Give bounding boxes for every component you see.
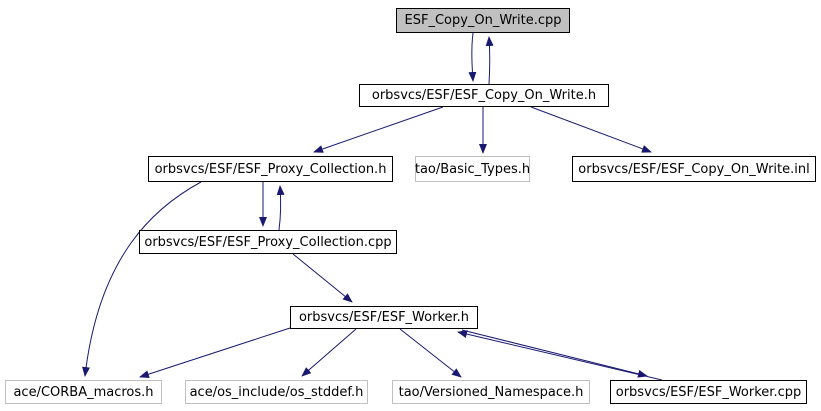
node-esf-copy-on-write-cpp[interactable]: ESF_Copy_On_Write.cpp [396,8,570,33]
edge-worker-h-to-versioned-namespace [399,328,462,378]
edge-cpp-to-h [468,32,477,82]
edge-worker-h-to-corba-macros [139,327,291,379]
node-esf-worker-h[interactable]: orbsvcs/ESF/ESF_Worker.h [290,306,478,329]
node-esf-proxy-collection-h[interactable]: orbsvcs/ESF/ESF_Proxy_Collection.h [148,156,393,182]
edge-worker-h-to-worker-cpp [461,329,648,378]
node-tao-versioned-namespace-h[interactable]: tao/Versioned_Namespace.h [392,380,590,404]
edge-h-to-cpp [485,36,494,85]
edge-worker-cpp-to-worker-h [457,330,663,381]
node-esf-copy-on-write-h[interactable]: orbsvcs/ESF/ESF_Copy_On_Write.h [359,84,609,107]
node-tao-basic-types-h[interactable]: tao/Basic_Types.h [415,156,530,182]
edge-h-to-inl [530,106,652,153]
node-ace-os-include-os-stddef-h[interactable]: ace/os_include/os_stddef.h [185,380,368,404]
edge-worker-h-to-os-stddef [301,328,357,377]
node-esf-worker-cpp[interactable]: orbsvcs/ESF/ESF_Worker.cpp [610,380,807,404]
edge-proxy-h-to-corba-macros [82,181,202,377]
edge-proxy-cpp-to-worker-h [292,253,353,303]
node-esf-copy-on-write-inl[interactable]: orbsvcs/ESF/ESF_Copy_On_Write.inl [572,156,816,182]
node-esf-proxy-collection-cpp[interactable]: orbsvcs/ESF/ESF_Proxy_Collection.cpp [139,230,397,254]
node-ace-corba-macros-h[interactable]: ace/CORBA_macros.h [5,380,162,404]
edge-proxy-cpp-to-proxy-h [276,185,285,231]
edge-h-to-proxy-collection-h [313,106,444,153]
